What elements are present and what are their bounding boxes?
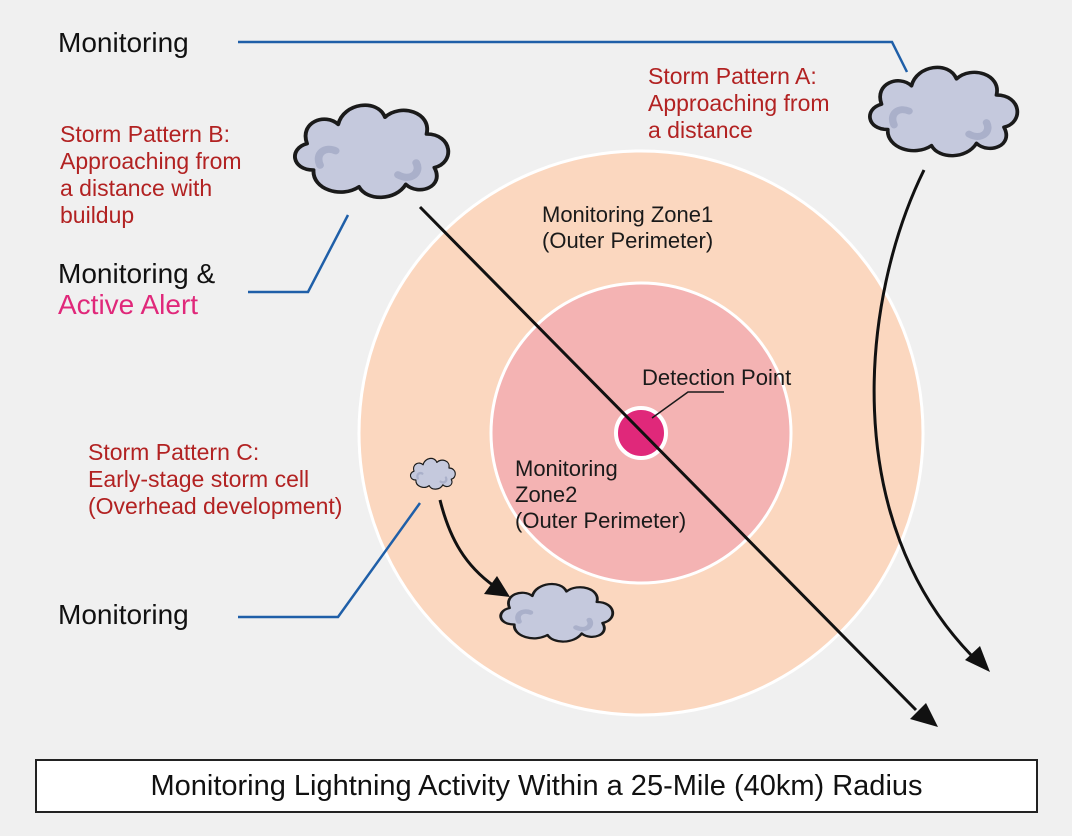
- path-arrow-c-head: [484, 576, 510, 597]
- storm-pattern-c-label: Storm Pattern C: Early-stage storm cell …: [88, 439, 342, 520]
- zone1-label: Monitoring Zone1 (Outer Perimeter): [542, 202, 713, 254]
- storm-pattern-b-line: Approaching from: [60, 148, 242, 175]
- path-arrow-a: [872, 169, 974, 658]
- zone2-label: Monitoring Zone2 (Outer Perimeter): [515, 456, 686, 534]
- storm-pattern-b-line: buildup: [60, 202, 135, 229]
- storm-pattern-c-line: Storm Pattern C:: [88, 439, 260, 465]
- storm-pattern-c-line: (Overhead development): [88, 493, 343, 520]
- storm-pattern-a-line: Approaching from: [648, 90, 830, 117]
- storm-pattern-b-line: a distance with: [60, 175, 213, 202]
- path-arrow-b-head: [910, 703, 938, 727]
- detection-point-leader: [651, 391, 724, 419]
- path-arrow-b: [418, 205, 918, 712]
- cloud-icon-pattern-c-small: [409, 457, 457, 491]
- cloud-icon-pattern-c-large: [501, 584, 613, 642]
- diagram-caption: Monitoring Lightning Activity Within a 2…: [35, 759, 1038, 813]
- zone1-label-line: (Outer Perimeter): [542, 227, 714, 253]
- monitoring-alert-label: Monitoring & Active Alert: [58, 258, 215, 321]
- leader-line-b: [248, 214, 350, 294]
- storm-pattern-a-line: a distance: [648, 117, 753, 144]
- zone2-label-line: (Outer Perimeter): [515, 507, 687, 533]
- zone1-label-line: Monitoring Zone1: [542, 202, 714, 227]
- monitoring-label-c: Monitoring: [58, 599, 189, 630]
- cloud-icon-pattern-a: [870, 67, 1017, 155]
- storm-pattern-a-line: Storm Pattern A:: [648, 63, 817, 89]
- zone2-label-line: Zone2: [515, 481, 578, 507]
- cloud-icon-pattern-b: [295, 105, 448, 197]
- active-alert-label: Active Alert: [58, 289, 199, 321]
- monitoring-label-b: Monitoring &: [58, 258, 216, 289]
- storm-pattern-a-label: Storm Pattern A: Approaching from a dist…: [648, 63, 830, 144]
- monitoring-label-a: Monitoring: [58, 27, 189, 58]
- path-arrow-a-head: [965, 646, 990, 672]
- storm-pattern-b-label: Storm Pattern B: Approaching from a dist…: [60, 121, 242, 230]
- storm-pattern-b-line: Storm Pattern B:: [60, 121, 231, 147]
- zone2-label-line: Monitoring: [515, 456, 618, 481]
- leader-line-a: [238, 40, 909, 73]
- path-arrow-c: [438, 499, 495, 588]
- storm-pattern-c-line: Early-stage storm cell: [88, 466, 310, 493]
- leader-line-c: [238, 502, 422, 619]
- detection-point-label: Detection Point: [642, 365, 792, 390]
